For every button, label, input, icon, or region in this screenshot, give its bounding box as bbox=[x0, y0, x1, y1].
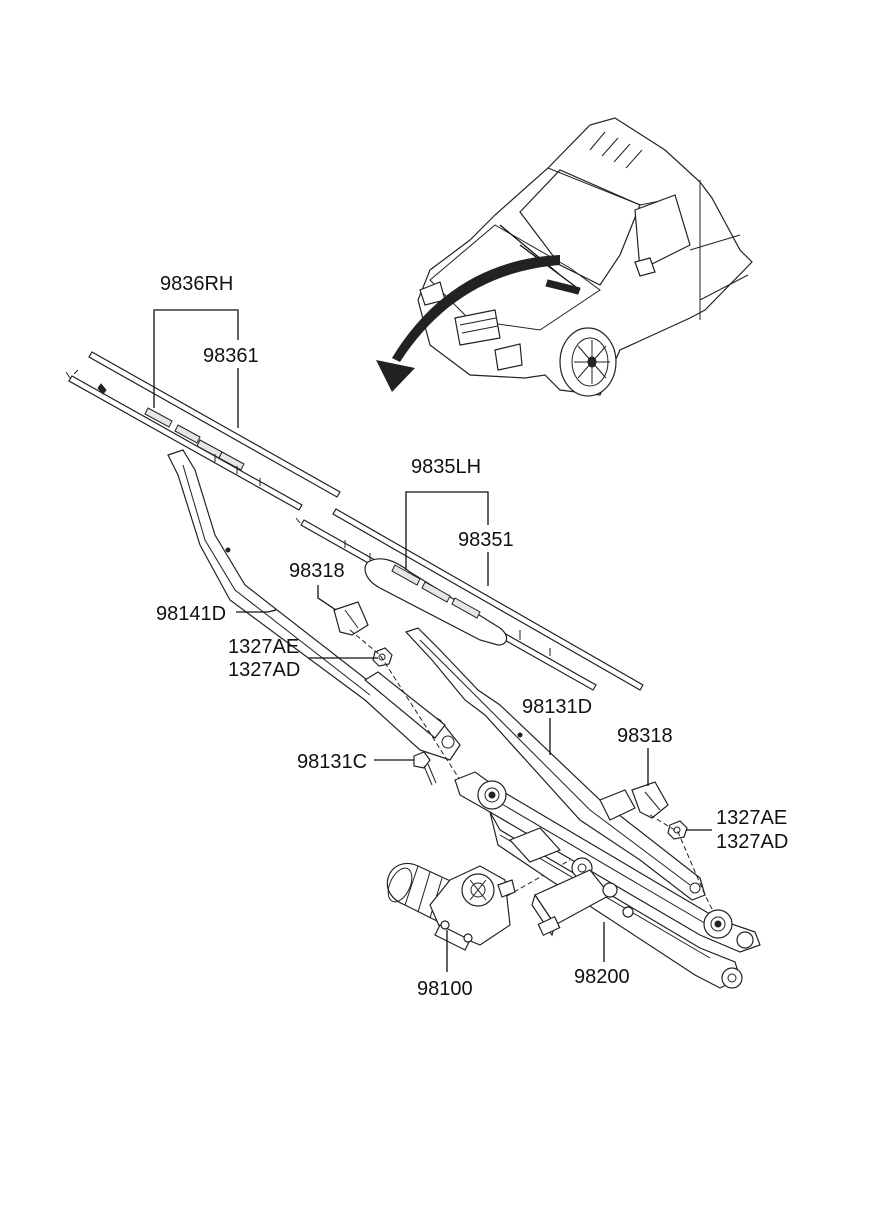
label-1327ad-left: 1327AD bbox=[228, 659, 300, 681]
label-1327ae-right: 1327AE bbox=[716, 807, 787, 829]
wiper-arm-right bbox=[225, 547, 706, 901]
label-98131d: 98131D bbox=[522, 696, 592, 718]
nut-left bbox=[372, 647, 393, 667]
part-labels: 9836RH 98361 9835LH 98351 98318 98141D 1… bbox=[156, 273, 788, 1000]
label-98318-left: 98318 bbox=[289, 560, 345, 582]
label-9836rh: 9836RH bbox=[160, 273, 233, 295]
nut-right bbox=[667, 820, 688, 840]
label-1327ae-left: 1327AE bbox=[228, 636, 299, 658]
pivot-cap-right bbox=[631, 781, 669, 819]
wiper-motor bbox=[386, 862, 516, 951]
label-98361: 98361 bbox=[203, 345, 259, 367]
label-98318-right: 98318 bbox=[617, 725, 673, 747]
leader-lines bbox=[153, 309, 712, 972]
wiper-linkage bbox=[454, 771, 761, 989]
label-9835lh: 9835LH bbox=[411, 456, 481, 478]
label-98100: 98100 bbox=[417, 978, 473, 1000]
pivot-bolt bbox=[413, 751, 437, 786]
label-98351: 98351 bbox=[458, 529, 514, 551]
location-arrow-icon bbox=[376, 255, 560, 392]
rh-wiper-blade bbox=[65, 351, 341, 511]
label-1327ad-right: 1327AD bbox=[716, 831, 788, 853]
lh-wiper-blade bbox=[295, 508, 644, 691]
pivot-cap-left bbox=[333, 601, 369, 636]
wiper-arm-left bbox=[167, 449, 461, 761]
label-98131c: 98131C bbox=[297, 751, 367, 773]
label-98141d: 98141D bbox=[156, 603, 226, 625]
vehicle-illustration bbox=[417, 117, 753, 397]
label-98200: 98200 bbox=[574, 966, 630, 988]
